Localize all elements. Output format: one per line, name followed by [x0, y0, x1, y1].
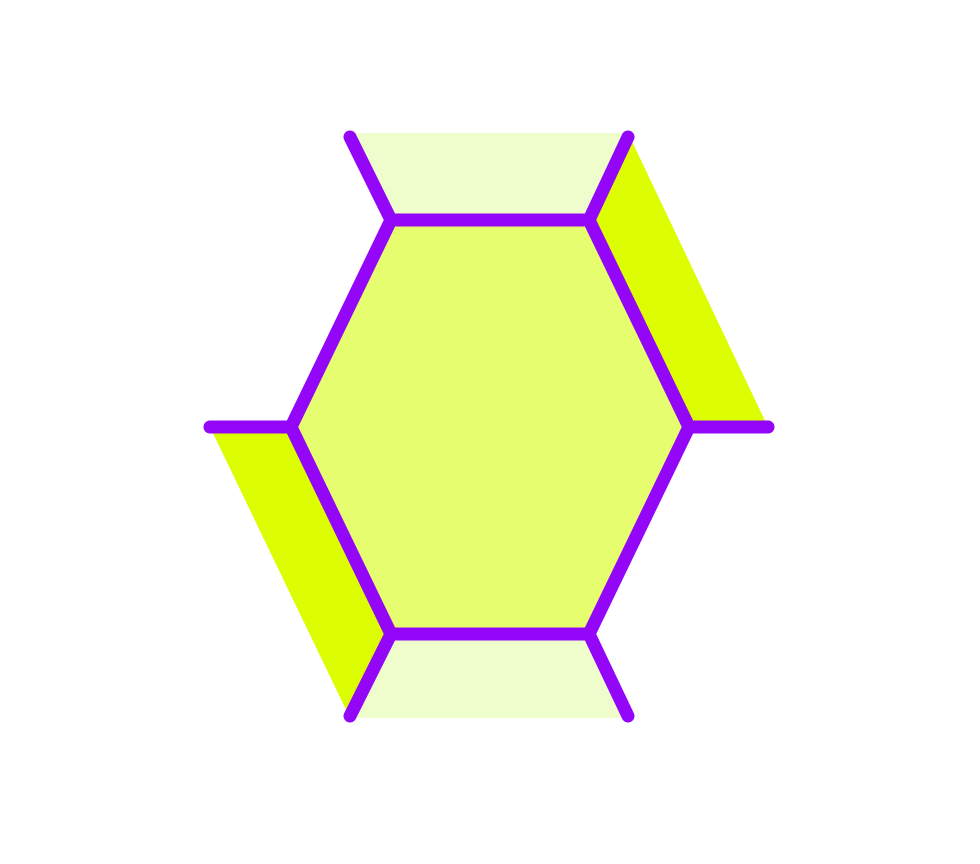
- central-hexagon-face: [291, 220, 689, 634]
- bottom-right-edge: [582, 627, 635, 723]
- edge-lines: [203, 130, 775, 723]
- top-left-edge: [343, 130, 398, 227]
- left-parallelogram-face: [210, 427, 391, 718]
- bottom-left-edge: [343, 627, 398, 723]
- right-parallelogram-face: [589, 133, 768, 427]
- bottom-trapezoid-face: [350, 634, 628, 718]
- top-trapezoid-face: [350, 133, 628, 220]
- top-right-edge: [582, 130, 635, 227]
